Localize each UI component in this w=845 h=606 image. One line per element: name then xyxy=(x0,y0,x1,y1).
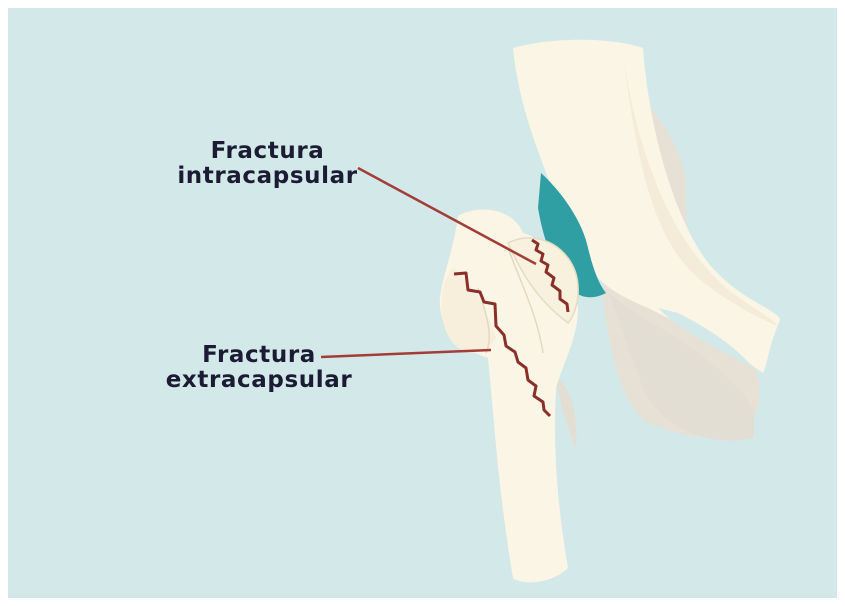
hip-fracture-illustration: Fractura intracapsular Fractura extracap… xyxy=(8,8,837,598)
hip-joint-drawing xyxy=(8,8,837,598)
femur-shadow xyxy=(556,378,576,448)
extracapsular-label: Fractura extracapsular xyxy=(164,343,354,393)
intracapsular-label-line2: intracapsular xyxy=(176,164,359,189)
intracapsular-leader-line xyxy=(358,168,536,264)
extracapsular-label-line1: Fractura xyxy=(164,343,354,368)
extracapsular-label-line2: extracapsular xyxy=(164,368,354,393)
intracapsular-label-line1: Fractura xyxy=(176,139,359,164)
intracapsular-label: Fractura intracapsular xyxy=(176,139,359,189)
